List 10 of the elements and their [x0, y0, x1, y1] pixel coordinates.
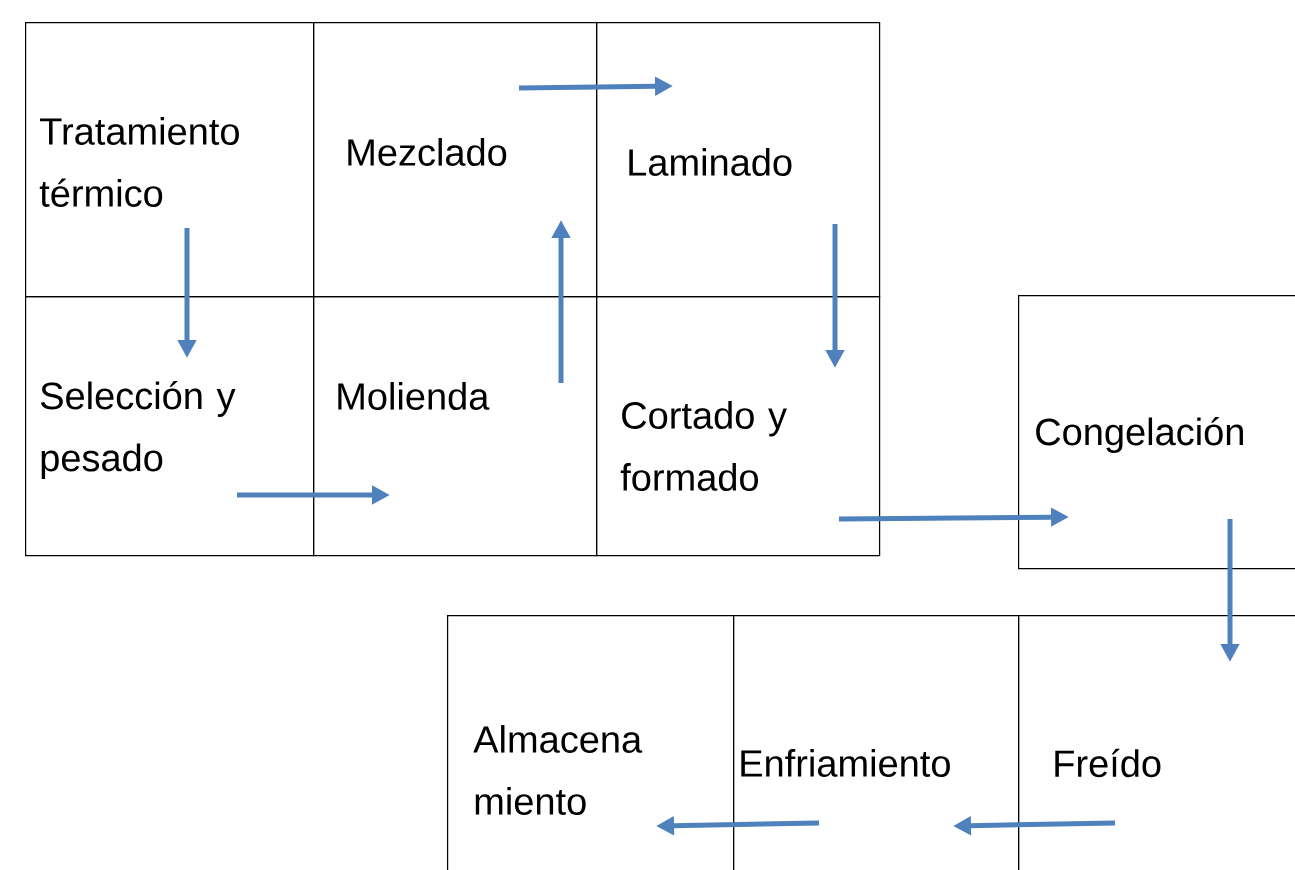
- process-box: Selección y pesado: [25, 296, 315, 557]
- process-box: Tratamiento térmico: [25, 22, 315, 298]
- process-box: Mezclado: [313, 22, 598, 298]
- process-box: Almacena miento: [447, 615, 735, 870]
- process-box: Laminado: [596, 22, 881, 298]
- process-box: Molienda: [313, 296, 598, 557]
- process-box: Freído: [1018, 615, 1295, 870]
- process-box: Congelación: [1018, 295, 1295, 570]
- process-box: Cortado y formado: [596, 296, 881, 557]
- process-box: Enfriamiento: [733, 615, 1020, 870]
